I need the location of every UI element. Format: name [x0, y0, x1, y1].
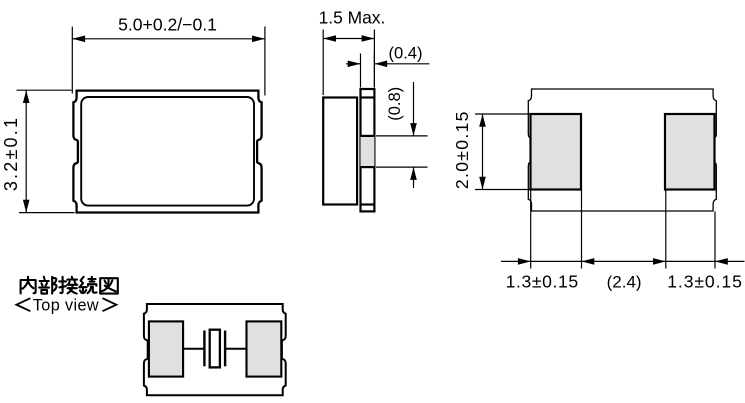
svg-text:(0.4): (0.4)	[388, 44, 422, 63]
svg-text:1.5 Max.: 1.5 Max.	[319, 8, 386, 28]
svg-text:2.0±0.15: 2.0±0.15	[452, 110, 472, 189]
svg-text:1.3±0.15: 1.3±0.15	[506, 272, 579, 292]
svg-text:1.3±0.15: 1.3±0.15	[667, 272, 743, 292]
svg-text:Top view: Top view	[33, 297, 99, 315]
svg-text:5.0+0.2/−0.1: 5.0+0.2/−0.1	[118, 15, 217, 35]
svg-text:3.2±0.1: 3.2±0.1	[1, 116, 21, 191]
svg-text:(2.4): (2.4)	[607, 272, 642, 291]
svg-text:(0.8): (0.8)	[386, 87, 404, 121]
